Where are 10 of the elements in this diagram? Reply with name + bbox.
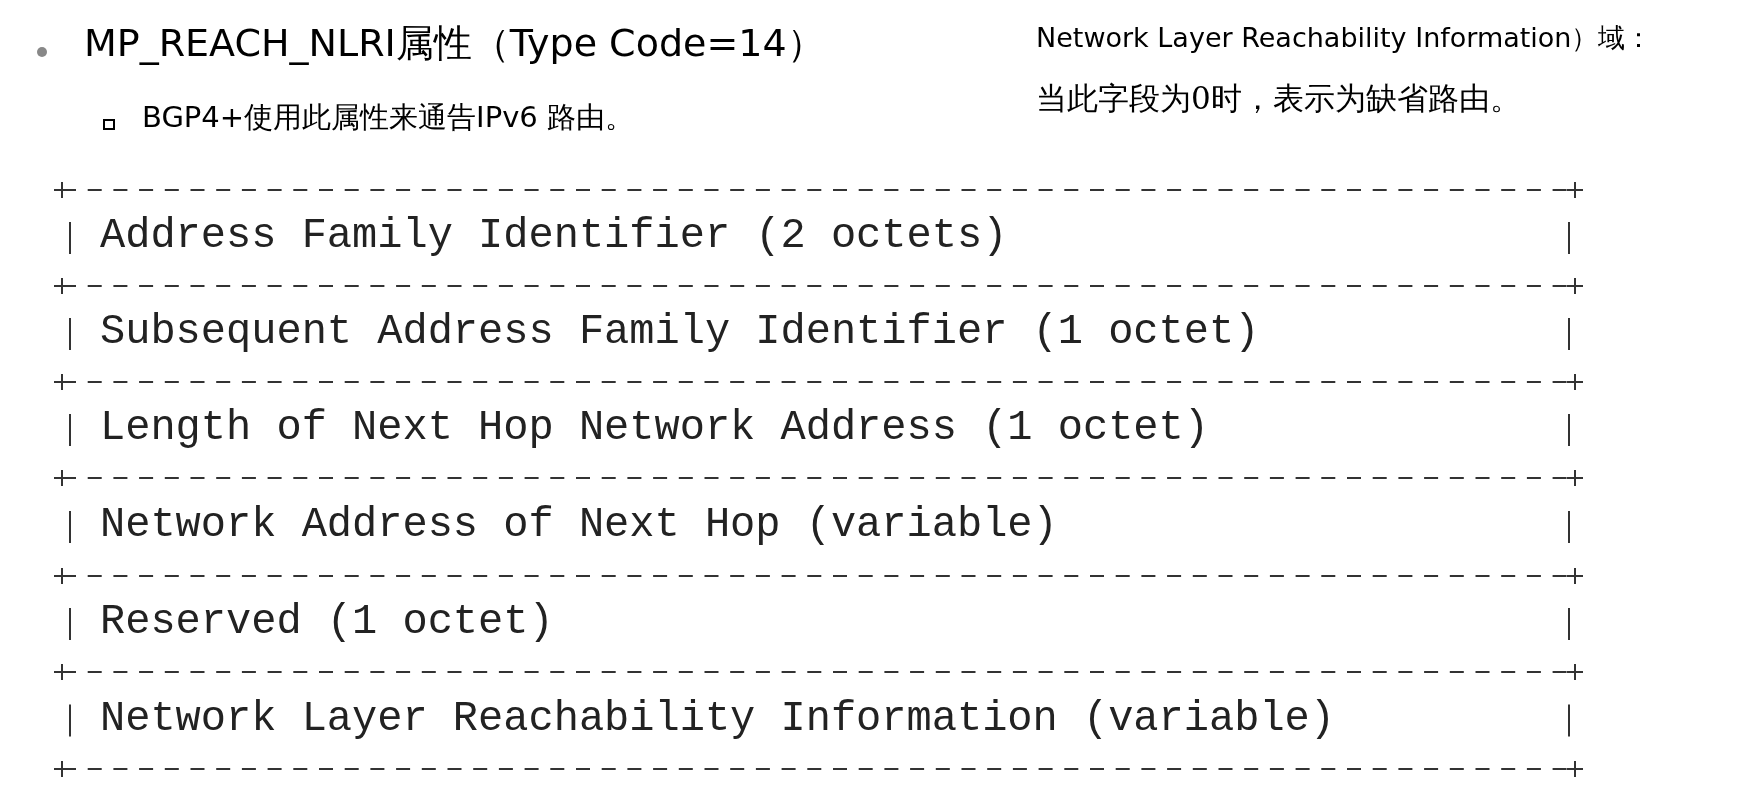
field-row: Address Family Identifier (2 octets) [100,206,1540,266]
field-row: Network Address of Next Hop (variable) [100,495,1540,555]
field-row: Network Layer Reachability Information (variable) [100,688,1540,749]
bullet-text: BGP4+使用此属性来通告IPv6 路由。 [142,99,634,136]
field-row: Subsequent Address Family Identifier (1 octet) [100,302,1540,362]
field-row: Length of Next Hop Network Address (1 octet) [100,398,1540,458]
note-text: 当此字段为0时，表示为缺省路由。 [1036,79,1521,118]
heading: MP_REACH_NLRI属性（Type Code=14） [84,20,825,67]
note-text: Network Layer Reachability Information）域： [1036,21,1653,55]
field-row: Reserved (1 octet) [100,592,1540,652]
